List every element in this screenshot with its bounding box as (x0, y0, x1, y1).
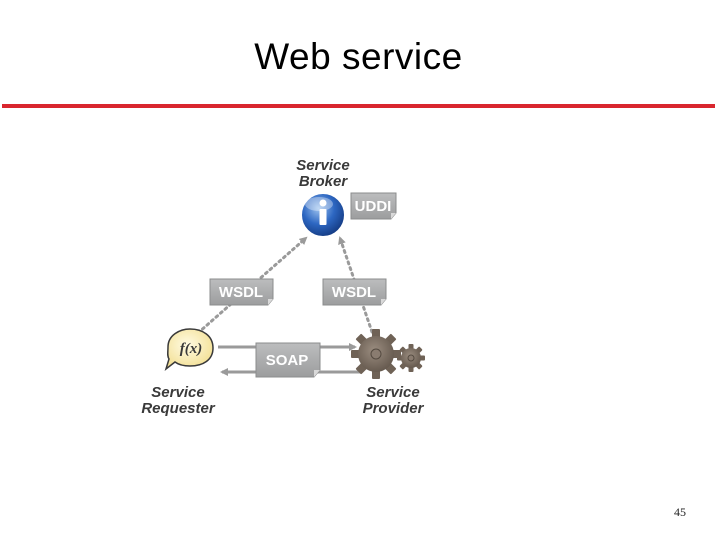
info-icon (300, 192, 346, 238)
broker-label-line2: Broker (299, 173, 349, 190)
soap-tag: SOAP (255, 342, 321, 378)
gears-icon (351, 329, 425, 379)
service-provider: Service Provider (351, 329, 425, 417)
function-bubble-icon: f(x) (164, 328, 214, 372)
small-gear-icon (397, 344, 425, 372)
requester-label-line1: Service (151, 384, 204, 401)
service-broker: Service Broker UDDI (296, 157, 397, 238)
wsdl-tag-right: WSDL (322, 278, 387, 306)
wsdl-tag-right-label: WSDL (332, 284, 376, 301)
title-divider (2, 104, 715, 108)
wsdl-tag-left-label: WSDL (219, 284, 263, 301)
requester-label-line2: Requester (141, 400, 216, 417)
uddi-tag-label: UDDI (355, 198, 392, 215)
service-requester: f(x) Service Requester (141, 328, 216, 417)
large-gear-icon (351, 329, 401, 379)
soap-tag-label: SOAP (266, 352, 309, 369)
wsdl-tag-left: WSDL (209, 278, 274, 306)
function-bubble-text: f(x) (180, 341, 203, 357)
uddi-tag: UDDI (350, 192, 397, 220)
broker-label-line1: Service (296, 157, 349, 174)
page-number: 45 (674, 505, 686, 519)
provider-label-line2: Provider (363, 400, 425, 417)
provider-label-line1: Service (366, 384, 419, 401)
slide-title: Web service (254, 36, 463, 77)
